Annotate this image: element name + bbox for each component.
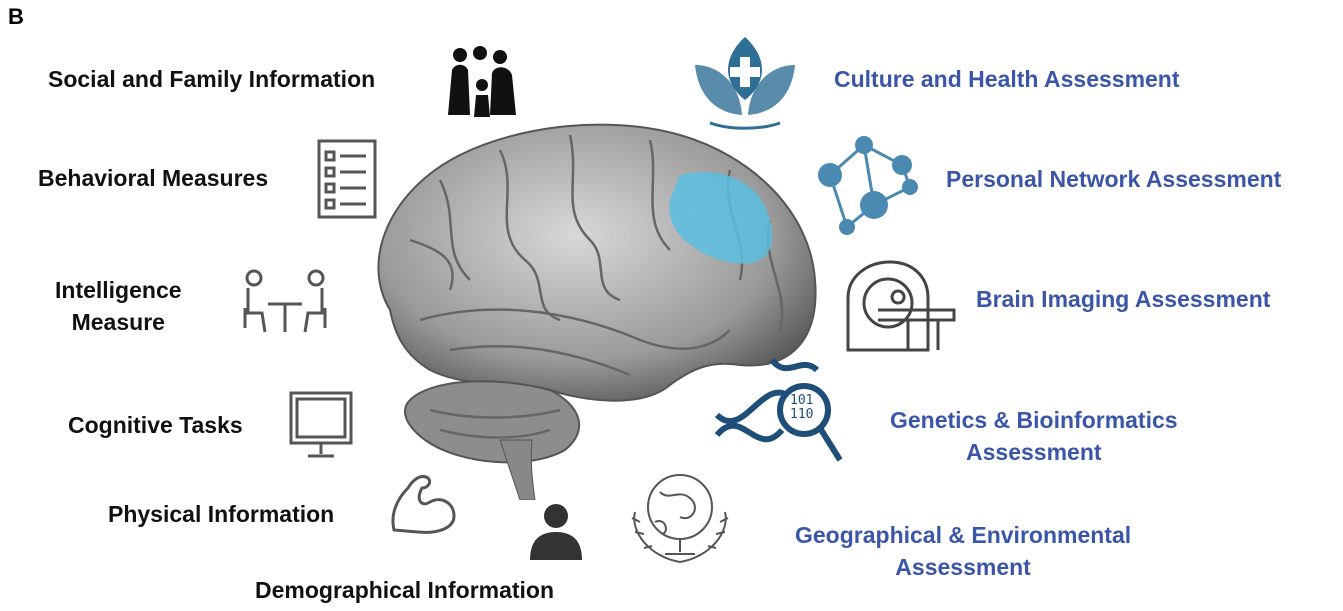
family-icon bbox=[448, 46, 516, 117]
genetics-bioinformatics-label: Genetics & Bioinformatics Assessment bbox=[890, 404, 1178, 468]
behavioral-measures-label: Behavioral Measures bbox=[38, 165, 269, 191]
monitor-icon bbox=[289, 391, 353, 458]
label-line: Measure bbox=[71, 309, 165, 335]
label-line: Geographical & Environmental bbox=[795, 522, 1132, 548]
health-leaf-icon bbox=[695, 37, 795, 130]
intelligence-measure-label: Intelligence Measure bbox=[55, 274, 182, 338]
globe-icon bbox=[631, 474, 729, 563]
brain-imaging-label: Brain Imaging Assessment bbox=[976, 286, 1271, 312]
brain-illustration bbox=[377, 123, 817, 500]
personal-network-label: Personal Network Assessment bbox=[946, 166, 1282, 192]
network-icon bbox=[818, 136, 918, 235]
label-line: Genetics & Bioinformatics bbox=[890, 407, 1178, 433]
mri-scanner-icon bbox=[846, 260, 956, 352]
geographical-environmental-label: Geographical & Environmental Assessment bbox=[795, 519, 1131, 583]
culture-health-label: Culture and Health Assessment bbox=[834, 66, 1180, 92]
label-line: Assessment bbox=[966, 439, 1102, 465]
dna-search-icon: 101 110 bbox=[712, 350, 847, 475]
binary-text: 110 bbox=[790, 407, 814, 422]
physical-information-label: Physical Information bbox=[108, 501, 335, 527]
binary-text: 101 bbox=[790, 393, 814, 408]
interview-icon bbox=[243, 269, 327, 333]
label-line: Intelligence bbox=[55, 277, 182, 303]
person-icon bbox=[530, 504, 582, 560]
muscle-arm-icon bbox=[391, 474, 456, 534]
demographical-information-label: Demographical Information bbox=[255, 577, 555, 603]
cognitive-tasks-label: Cognitive Tasks bbox=[68, 412, 243, 438]
checklist-icon bbox=[317, 139, 377, 219]
label-line: Assessment bbox=[895, 554, 1031, 580]
panel-label: B bbox=[8, 4, 24, 29]
social-family-label: Social and Family Information bbox=[48, 66, 376, 92]
